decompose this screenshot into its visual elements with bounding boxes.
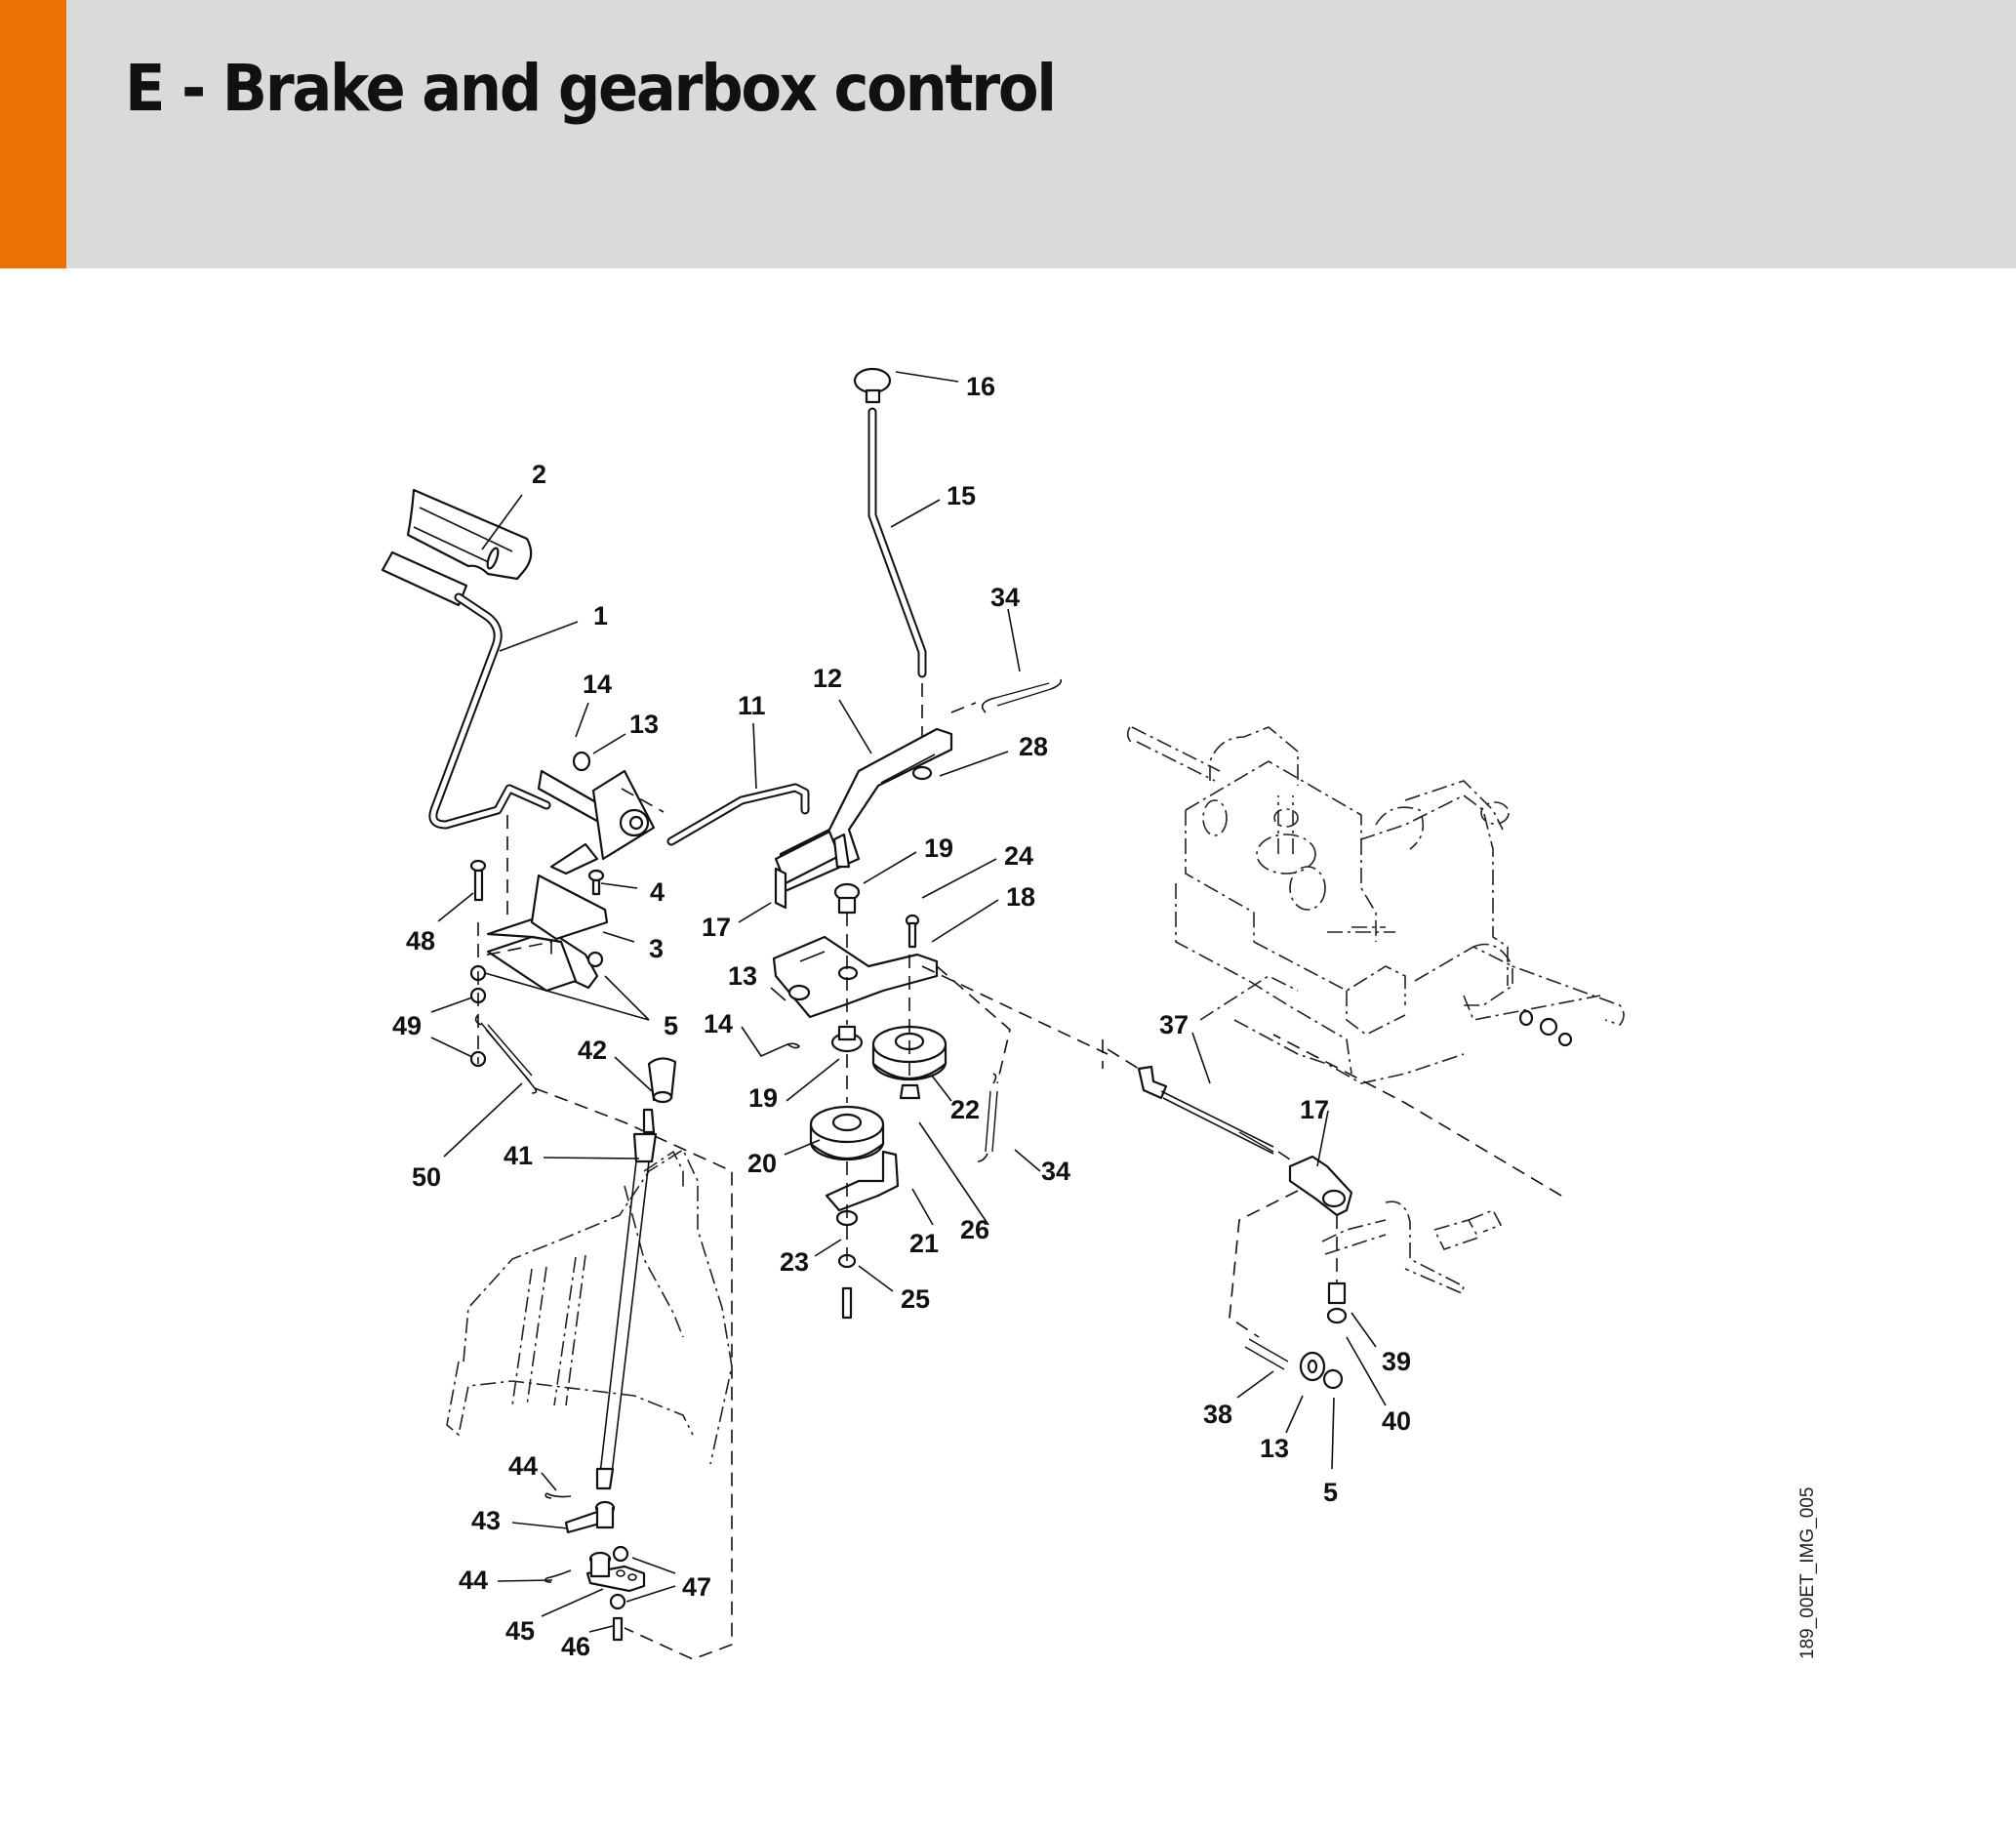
callout-18[interactable]: 18 [1006, 882, 1035, 912]
callout-47[interactable]: 47 [682, 1572, 711, 1602]
washer-13-nut-5-right [1299, 1351, 1344, 1390]
callout-3[interactable]: 3 [649, 934, 664, 963]
callout-23[interactable]: 23 [780, 1247, 809, 1277]
callout-34-top[interactable]: 34 [990, 583, 1020, 612]
brake-pedal-part [381, 550, 656, 875]
spring-34-top [981, 678, 1063, 713]
callout-20[interactable]: 20 [747, 1149, 777, 1178]
pedal-mount-part [486, 874, 609, 993]
callout-43[interactable]: 43 [471, 1506, 501, 1535]
brake-rod-part [1137, 1065, 1274, 1155]
callout-41[interactable]: 41 [504, 1141, 533, 1170]
spacer-39-nut-40 [1326, 1282, 1348, 1324]
callout-19-bottom[interactable]: 19 [748, 1083, 778, 1113]
leader-lines [430, 371, 1387, 1633]
idler-bracket-part [772, 935, 939, 1019]
callout-13-right[interactable]: 13 [1260, 1434, 1289, 1463]
page-header: E - Brake and gearbox control [0, 0, 2016, 268]
callout-48[interactable]: 48 [406, 926, 435, 956]
callout-16[interactable]: 16 [966, 372, 995, 401]
callout-49[interactable]: 49 [392, 1011, 422, 1040]
pedal-pad-part [406, 488, 533, 581]
washer-13-mid [787, 984, 811, 1001]
callout-39[interactable]: 39 [1382, 1347, 1411, 1376]
callout-12[interactable]: 12 [813, 664, 842, 693]
bolts-4-48 [469, 859, 605, 902]
gearbox-hardware [1518, 1009, 1573, 1047]
callout-21[interactable]: 21 [909, 1229, 939, 1258]
spring-50 [474, 1014, 538, 1094]
callout-17-right[interactable]: 17 [1300, 1095, 1329, 1124]
callout-19-top[interactable]: 19 [924, 834, 953, 863]
control-lever-part [595, 1108, 658, 1490]
shift-lever-part [774, 727, 953, 910]
callout-1[interactable]: 1 [593, 601, 608, 631]
shift-knob-part [853, 367, 892, 404]
callout-24[interactable]: 24 [1004, 841, 1033, 871]
accent-bar [0, 0, 66, 268]
belt-guide-21-part [825, 1150, 900, 1212]
callout-4[interactable]: 4 [650, 877, 665, 907]
nuts-47-bolt-46 [609, 1545, 629, 1642]
callout-labels: 16 2 15 1 34 14 13 11 12 28 19 24 4 18 4… [392, 372, 1411, 1661]
callout-11[interactable]: 11 [738, 691, 766, 720]
gearbox-phantom [1126, 726, 1625, 1084]
callout-13-pedal[interactable]: 13 [629, 710, 659, 739]
callout-2[interactable]: 2 [532, 460, 546, 489]
callout-26[interactable]: 26 [960, 1215, 989, 1244]
callout-28[interactable]: 28 [1019, 732, 1048, 761]
callout-14-mid[interactable]: 14 [704, 1009, 733, 1038]
callout-44-top[interactable]: 44 [508, 1451, 538, 1481]
image-reference-code: 189_00ET_IMG_005 [1797, 1486, 1818, 1659]
callout-46[interactable]: 46 [561, 1632, 590, 1661]
callout-44-bottom[interactable]: 44 [459, 1566, 488, 1595]
callout-17-left[interactable]: 17 [702, 913, 731, 942]
callout-38[interactable]: 38 [1203, 1400, 1232, 1429]
lever-knob-42 [647, 1057, 677, 1104]
seat-phantom [446, 1148, 733, 1465]
cotter-pins-44 [544, 1492, 572, 1583]
callout-13-mid[interactable]: 13 [728, 961, 757, 991]
callout-37[interactable]: 37 [1159, 1010, 1189, 1039]
pulley-20-part [809, 1105, 885, 1161]
bolt-24 [905, 914, 920, 949]
callout-34-bottom[interactable]: 34 [1041, 1157, 1070, 1186]
shift-rod-part [867, 407, 927, 678]
spring-34-bottom [977, 1073, 998, 1162]
callout-15[interactable]: 15 [947, 481, 976, 510]
cotter-pin-14-mid [786, 1042, 801, 1049]
callout-42[interactable]: 42 [578, 1036, 607, 1065]
lever-arm-43 [564, 1500, 616, 1534]
callout-5-left[interactable]: 5 [664, 1011, 678, 1040]
callout-5-right[interactable]: 5 [1323, 1478, 1338, 1507]
bracket-17-right [1288, 1155, 1353, 1217]
callout-25[interactable]: 25 [901, 1284, 930, 1314]
bushing-19-bottom [830, 1025, 864, 1053]
shaft-arm-phantom [1321, 1200, 1503, 1295]
compression-spring-38 [1244, 1338, 1289, 1370]
callout-50[interactable]: 50 [412, 1162, 441, 1192]
callout-40[interactable]: 40 [1382, 1406, 1411, 1436]
callout-14-pedal[interactable]: 14 [583, 670, 612, 699]
link-rod-part [666, 783, 810, 846]
callout-22[interactable]: 22 [950, 1095, 980, 1124]
bushing-19-top [833, 882, 861, 915]
page-title: E - Brake and gearbox control [125, 51, 1057, 126]
callout-45[interactable]: 45 [505, 1616, 535, 1646]
pivot-plate-45 [585, 1551, 646, 1593]
